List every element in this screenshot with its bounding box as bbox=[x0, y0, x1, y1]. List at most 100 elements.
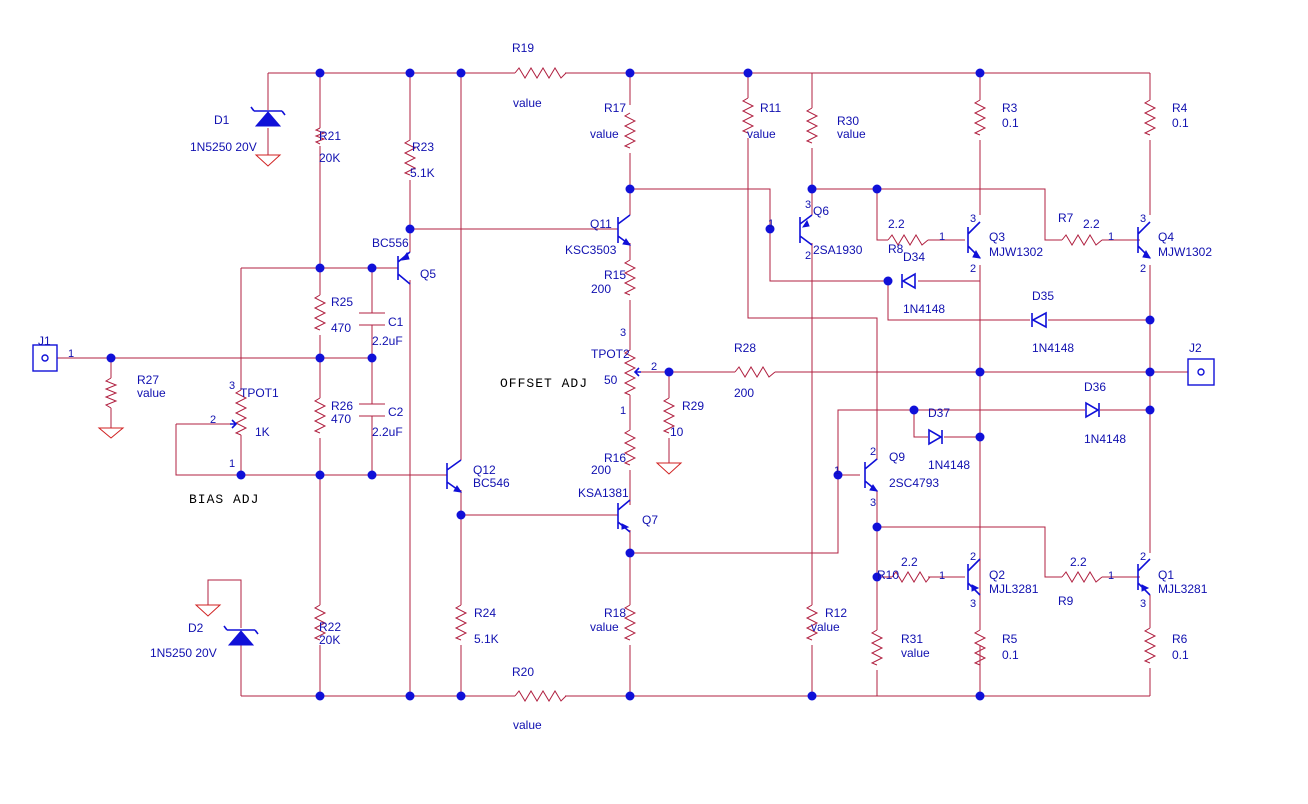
resistors bbox=[104, 67, 1157, 702]
label-r27-value: value bbox=[137, 386, 166, 400]
label-r11-value: value bbox=[747, 127, 776, 141]
transistor-q11 bbox=[617, 214, 632, 246]
zener-diode-d2 bbox=[223, 625, 259, 646]
label-q1-ref: Q1 bbox=[1158, 568, 1174, 582]
label-r18-value: value bbox=[590, 620, 619, 634]
label-r12-ref: R12 bbox=[825, 606, 847, 620]
label-r8-ref: R8 bbox=[888, 242, 904, 256]
label-q12-value: BC546 bbox=[473, 476, 510, 490]
label-q6-ref: Q6 bbox=[813, 204, 829, 218]
potentiometer-tpot1 bbox=[234, 389, 248, 436]
pin-number: 1 bbox=[834, 465, 840, 477]
resistor-r5 bbox=[973, 629, 987, 666]
resistor-r19 bbox=[514, 67, 567, 79]
pin-number: 3 bbox=[620, 327, 626, 339]
label-r15-value: 200 bbox=[591, 282, 611, 296]
transistors bbox=[397, 214, 1151, 596]
label-q2-value: MJL3281 bbox=[989, 582, 1039, 596]
pin-number: 1 bbox=[229, 458, 235, 470]
diode-d34 bbox=[901, 272, 916, 290]
label-r12-value: value bbox=[811, 620, 840, 634]
resistor-r27 bbox=[104, 377, 118, 409]
signal-diodes bbox=[901, 272, 1100, 446]
label-r29-value: 10 bbox=[670, 425, 684, 439]
resistor-r23 bbox=[403, 139, 417, 176]
ground-symbol-d1 bbox=[254, 154, 282, 167]
tpot1-wiper-arrow bbox=[230, 419, 238, 429]
label-r22-ref: R22 bbox=[319, 620, 341, 634]
label-q1-value: MJL3281 bbox=[1158, 582, 1208, 596]
capacitors bbox=[359, 312, 385, 417]
label-d2-value: 1N5250 20V bbox=[150, 646, 217, 660]
label-q6-value: 2SA1930 bbox=[813, 243, 863, 257]
capacitor-c2 bbox=[359, 403, 385, 417]
label-r9-ref: R9 bbox=[1058, 594, 1074, 608]
label-tpot2-value: 50 bbox=[604, 373, 618, 387]
label-c1-ref: C1 bbox=[388, 315, 404, 329]
label-r21-value: 20K bbox=[319, 151, 340, 165]
transistor-q4 bbox=[1137, 221, 1151, 259]
pin-number: 2 bbox=[1140, 263, 1146, 275]
resistor-r11 bbox=[741, 97, 755, 134]
label-q5-value: BC556 bbox=[372, 236, 409, 250]
pin-numbers: 1 3 2 1 3 2 1 1 3 2 1 3 2 1 3 2 1 2 3 1 … bbox=[68, 199, 1146, 610]
label-r31-value: value bbox=[901, 646, 930, 660]
label-r25-ref: R25 bbox=[331, 295, 353, 309]
label-r10-value: 2.2 bbox=[901, 555, 918, 569]
ground-symbol-r27 bbox=[97, 427, 125, 439]
pin-number: 1 bbox=[1108, 570, 1114, 582]
label-r10-ref: R10 bbox=[877, 568, 899, 582]
transistor-q6 bbox=[799, 214, 813, 246]
resistor-r28 bbox=[734, 366, 776, 378]
label-r9-value: 2.2 bbox=[1070, 555, 1087, 569]
transistor-q12 bbox=[446, 459, 463, 493]
label-r8-value: 2.2 bbox=[888, 217, 905, 231]
resistor-r7 bbox=[1061, 234, 1103, 246]
connector-j1 bbox=[32, 344, 58, 372]
pin-number: 3 bbox=[1140, 213, 1146, 225]
label-r26-value: 470 bbox=[331, 412, 351, 426]
pin-number: 2 bbox=[970, 263, 976, 275]
label-d1-value: 1N5250 20V bbox=[190, 140, 257, 154]
label-q11-ref: Q11 bbox=[590, 217, 612, 231]
resistor-r18 bbox=[623, 604, 637, 641]
label-r4-value: 0.1 bbox=[1172, 116, 1189, 130]
label-r16-value: 200 bbox=[591, 463, 611, 477]
label-d37-value: 1N4148 bbox=[928, 458, 970, 472]
ground-symbol-d2 bbox=[194, 604, 222, 617]
label-r30-value: value bbox=[837, 127, 866, 141]
pin-number: 3 bbox=[229, 380, 235, 392]
ground-symbol-r29 bbox=[655, 462, 683, 475]
label-q7-value: KSA1381 bbox=[578, 486, 629, 500]
bias-adj-annotation: BIAS ADJ bbox=[189, 492, 259, 507]
wires bbox=[57, 72, 1188, 697]
label-tpot2-ref: TPOT2 bbox=[591, 347, 630, 361]
label-q5-ref: Q5 bbox=[420, 267, 436, 281]
label-d37-ref: D37 bbox=[928, 406, 950, 420]
label-r31-ref: R31 bbox=[901, 632, 923, 646]
resistor-r30 bbox=[805, 107, 819, 144]
label-r24-value: 5.1K bbox=[474, 632, 499, 646]
resistor-r24 bbox=[454, 604, 468, 641]
label-tpot1-value: 1K bbox=[255, 425, 270, 439]
label-q7-ref: Q7 bbox=[642, 513, 658, 527]
pin-number: 1 bbox=[68, 348, 74, 360]
transistor-q2 bbox=[967, 558, 981, 596]
resistor-r4 bbox=[1143, 99, 1157, 136]
resistor-r20 bbox=[514, 690, 567, 702]
label-r20-value: value bbox=[513, 718, 542, 732]
zener-diodes bbox=[223, 106, 286, 646]
grounds bbox=[97, 154, 683, 617]
label-d34-ref: D34 bbox=[903, 250, 925, 264]
label-q3-ref: Q3 bbox=[989, 230, 1005, 244]
pin-number: 1 bbox=[768, 218, 774, 230]
label-c2-ref: C2 bbox=[388, 405, 404, 419]
transistor-q1 bbox=[1137, 558, 1151, 596]
label-r23-value: 5.1K bbox=[410, 166, 435, 180]
label-r30-ref: R30 bbox=[837, 114, 859, 128]
pin-number: 3 bbox=[970, 213, 976, 225]
resistor-r6 bbox=[1143, 627, 1157, 664]
offset-adj-annotation: OFFSET ADJ bbox=[500, 376, 588, 391]
potentiometers bbox=[230, 349, 641, 436]
